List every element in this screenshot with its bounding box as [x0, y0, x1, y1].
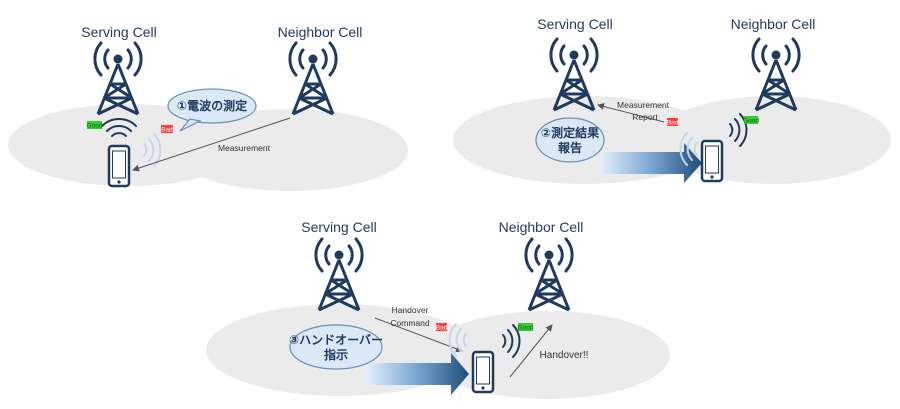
speech-cloud: ②測定結果 報告 — [535, 117, 605, 163]
step-3-label-line1: ③ハンドオーバー — [289, 333, 383, 347]
handover-arrow — [509, 324, 553, 378]
smartphone-icon — [107, 144, 131, 188]
good-badge-label: Good — [743, 118, 759, 125]
neighbor-cell-label: Neighbor Cell — [278, 24, 363, 40]
panel-step-2: Serving Cell Neighbor Cell Measurement R… — [453, 16, 891, 184]
good-badge — [518, 323, 533, 331]
signal-wave-icon — [502, 324, 521, 358]
neighbor-cell-area — [172, 109, 408, 191]
neighbor-cell-label: Neighbor Cell — [731, 16, 816, 32]
cell-tower-icon — [549, 37, 599, 112]
good-badge — [744, 116, 758, 124]
bad-badge-label: Bad — [436, 325, 448, 332]
good-badge-label: Good — [518, 325, 534, 332]
movement-arrow — [600, 143, 702, 183]
serving-cell-label: Serving Cell — [81, 24, 156, 40]
serving-cell-label: Serving Cell — [301, 219, 376, 235]
signal-wave-icon — [448, 323, 467, 357]
cell-tower-icon — [524, 237, 574, 312]
measurement-report-arrow — [597, 103, 665, 123]
smartphone-icon — [700, 139, 724, 183]
measurement-report-label-2: Report — [632, 112, 658, 122]
step-3-label-line2: 指示 — [324, 347, 348, 362]
panel-step-1: Serving Cell Neighbor Cell ①電波の測定 Good B… — [8, 24, 408, 191]
signal-wave-icon — [101, 117, 137, 137]
serving-cell-label: Serving Cell — [537, 16, 612, 32]
smartphone-icon — [471, 350, 495, 394]
panel-step-3: Serving Cell Neighbor Cell Handover Comm… — [206, 219, 670, 399]
movement-arrow — [365, 353, 469, 395]
cell-tower-icon — [314, 237, 364, 312]
handover-command-label-1: Handover — [392, 305, 429, 315]
signal-wave-icon — [143, 133, 162, 167]
handover-command-label-2: Command — [390, 318, 429, 328]
handover-command-arrow — [374, 317, 463, 353]
measurement-report-label-1: Measurement — [617, 100, 670, 110]
measurement-arrow — [132, 117, 291, 172]
cell-tower-icon — [288, 41, 338, 116]
bad-badge-label: Bad — [161, 127, 173, 134]
bad-badge — [436, 323, 447, 331]
bad-badge — [667, 118, 678, 126]
neighbor-cell-label: Neighbor Cell — [499, 219, 584, 235]
good-badge-label: Good — [87, 123, 103, 130]
step-2-label-line2: 報告 — [558, 140, 582, 155]
signal-wave-icon — [679, 132, 698, 166]
measurement-label: Measurement — [218, 143, 271, 153]
bad-badge — [161, 125, 173, 133]
step-1-label: ①電波の測定 — [177, 98, 247, 113]
speech-cloud: ①電波の測定 — [167, 88, 257, 132]
handover-done-label: Handover!! — [540, 350, 589, 361]
step-2-label-line1: ②測定結果 — [541, 125, 599, 140]
bad-badge-label: Bad — [667, 120, 679, 127]
speech-cloud: ③ハンドオーバー 指示 — [289, 324, 383, 370]
signal-wave-icon — [729, 113, 748, 147]
cell-tower-icon — [751, 37, 801, 112]
cell-tower-icon — [93, 41, 143, 116]
good-badge — [87, 121, 102, 129]
